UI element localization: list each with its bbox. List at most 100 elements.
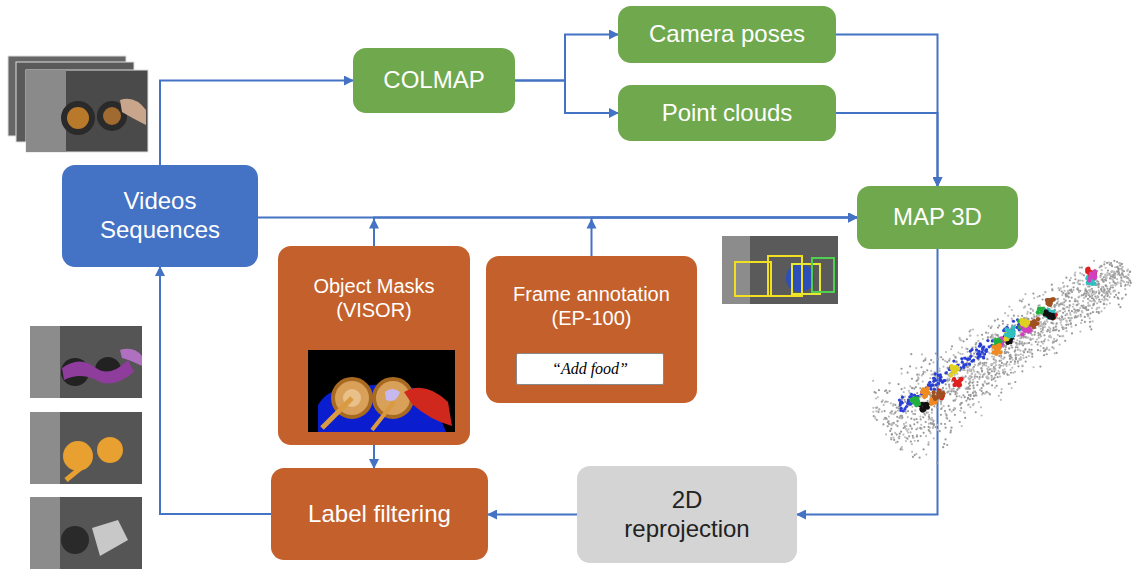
cloud-point (1098, 289, 1100, 291)
cloud-point (944, 410, 946, 412)
cloud-point (966, 351, 968, 353)
cloud-point (873, 391, 875, 393)
cloud-point (982, 338, 984, 340)
cloud-point (987, 337, 989, 339)
cloud-point (1042, 331, 1044, 333)
cloud-point (900, 407, 903, 410)
cloud-point (1082, 307, 1084, 309)
cloud-point (953, 390, 955, 392)
cloud-point (901, 372, 903, 374)
cloud-point (1062, 312, 1064, 314)
cloud-point (948, 385, 950, 387)
cloud-point (944, 360, 946, 362)
cloud-point (1071, 291, 1073, 293)
cloud-point (1008, 347, 1010, 349)
cloud-point (1001, 362, 1003, 364)
cloud-point (903, 399, 905, 401)
cloud-point (1018, 354, 1020, 356)
cloud-point (1110, 284, 1112, 286)
cloud-point (885, 400, 887, 402)
cloud-point (999, 360, 1001, 362)
cloud-point (969, 381, 971, 383)
cloud-point (1052, 322, 1054, 324)
cloud-point (979, 376, 981, 378)
cloud-point (888, 382, 890, 384)
cloud-point (1069, 279, 1071, 281)
cloud-point (1127, 273, 1129, 275)
cloud-point (972, 381, 974, 383)
cloud-point (899, 403, 902, 406)
cloud-point (1085, 293, 1087, 295)
cloud-point (939, 379, 942, 382)
cloud-point (1031, 334, 1033, 336)
cloud-point (949, 393, 951, 395)
cloud-point (954, 375, 956, 377)
cloud-point (1127, 274, 1129, 276)
cloud-point (950, 430, 952, 432)
cloud-point (1070, 322, 1072, 324)
cloud-point (1121, 266, 1123, 268)
cloud-point (1055, 328, 1057, 330)
cloud-point (1031, 349, 1033, 351)
cloud-point (1089, 300, 1091, 302)
cloud-point (1075, 309, 1077, 311)
cloud-point (976, 356, 979, 359)
cloud-point (894, 412, 896, 414)
cloud-point (1109, 274, 1111, 276)
cloud-point (943, 379, 946, 382)
cloud-point (1063, 286, 1065, 288)
cloud-point (1089, 299, 1091, 301)
cloud-point (1036, 338, 1038, 340)
cloud-point (960, 407, 962, 409)
cloud-point (898, 436, 900, 438)
cloud-point (1043, 354, 1045, 356)
cloud-point (1081, 311, 1083, 313)
cloud-point (983, 373, 985, 375)
cloud-point (898, 436, 900, 438)
cloud-point (928, 423, 930, 425)
cloud-point (911, 406, 913, 408)
cloud-point (1043, 325, 1045, 327)
cloud-point (970, 329, 972, 331)
cloud-point (1053, 305, 1055, 307)
cloud-point (916, 435, 918, 437)
cloud-point (1099, 276, 1101, 278)
cloud-point (931, 423, 933, 425)
cloud-point (912, 456, 914, 458)
cloud-point (945, 383, 947, 385)
cloud-point (997, 376, 999, 378)
cloud-point (975, 346, 977, 348)
cloud-point (1069, 300, 1071, 302)
cloud-point (1042, 323, 1044, 325)
cloud-point (1069, 320, 1071, 322)
cloud-point (1106, 262, 1108, 264)
cloud-point (1044, 323, 1046, 325)
cloud-point (1114, 284, 1116, 286)
cloud-point (1037, 344, 1039, 346)
cloud-point (960, 357, 963, 360)
cloud-point (1079, 266, 1081, 268)
arrow-head (369, 219, 379, 229)
cloud-point (998, 324, 1000, 326)
cloud-point (973, 387, 975, 389)
cloud-point (1032, 309, 1034, 311)
cloud-point (981, 387, 983, 389)
cloud-point (1063, 308, 1065, 310)
cloud-point (979, 342, 982, 345)
cloud-point (909, 431, 911, 433)
cloud-point (1016, 344, 1018, 346)
cloud-point (885, 433, 887, 435)
cloud-point (915, 453, 917, 455)
cloud-point (936, 424, 938, 426)
cloud-point (1093, 303, 1095, 305)
cloud-point (981, 376, 983, 378)
cloud-point (1077, 309, 1079, 311)
cloud-point (1077, 296, 1079, 298)
cloud-point (1074, 274, 1076, 276)
cloud-point (1011, 346, 1013, 348)
cloud-point (1005, 365, 1007, 367)
cloud-point (998, 395, 1000, 397)
cloud-point (914, 440, 916, 442)
cloud-point (1089, 317, 1091, 319)
cloud-point (1126, 277, 1128, 279)
